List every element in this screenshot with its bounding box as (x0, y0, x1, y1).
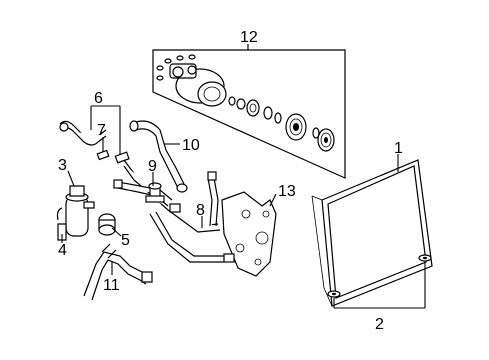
seal-cap (98, 213, 116, 236)
callout-8: 8 (196, 202, 205, 219)
condenser (311, 159, 433, 307)
callout-2: 2 (375, 316, 384, 333)
condenser-mount-left (327, 290, 341, 298)
callout-5: 5 (121, 232, 130, 249)
callout-11: 11 (103, 277, 120, 294)
lower-hose (83, 243, 153, 301)
callout-10: 10 (182, 137, 200, 154)
callout-12: 12 (240, 29, 258, 46)
fitting (114, 151, 130, 164)
compressor-bracket (221, 191, 277, 277)
compressor-assembly (156, 54, 335, 152)
liquid-hose (129, 120, 188, 193)
callout-labels: 12 1 2 3 4 5 6 7 8 9 10 11 13 (58, 29, 403, 333)
callout-7: 7 (97, 122, 106, 139)
suction-line (59, 120, 107, 146)
leader-lines (61, 44, 426, 309)
service-valve (145, 182, 165, 203)
callout-9: 9 (148, 158, 157, 175)
callout-4: 4 (58, 242, 67, 259)
accumulator (56, 185, 95, 237)
seal-washer (96, 149, 110, 161)
accumulator-clamp (57, 223, 67, 241)
callout-6: 6 (94, 90, 103, 107)
callout-13: 13 (278, 183, 296, 200)
callout-1: 1 (394, 140, 403, 157)
callout-3: 3 (58, 157, 67, 174)
discharge-line (113, 159, 235, 263)
condenser-mount-right (418, 254, 432, 262)
